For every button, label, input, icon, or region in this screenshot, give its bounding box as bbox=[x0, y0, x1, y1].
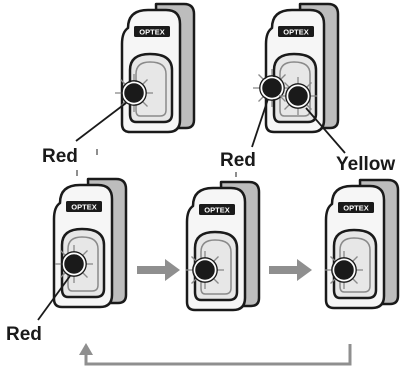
leader-line-top-left bbox=[75, 102, 127, 142]
led-red-bottom-left bbox=[54, 244, 94, 284]
brand-text: OPTEX bbox=[204, 206, 229, 215]
label-red-bottom-left: Red bbox=[6, 324, 42, 345]
label-yellow-top-right: Yellow bbox=[336, 154, 395, 175]
detector-bottom-right: OPTEX bbox=[324, 178, 400, 310]
label-red-top-right: Red bbox=[220, 150, 256, 171]
leader-line-bottom-left bbox=[37, 275, 71, 321]
leader-line-top-right-yellow bbox=[305, 107, 346, 154]
brand-text: OPTEX bbox=[139, 28, 164, 37]
detector-top-left: OPTEX bbox=[120, 2, 196, 134]
brand-text: OPTEX bbox=[343, 204, 368, 213]
led-red-top-right bbox=[252, 68, 292, 108]
led-yellow-top-right bbox=[278, 76, 318, 116]
detector-top-right: OPTEX bbox=[264, 2, 340, 134]
led-bottom-middle bbox=[185, 250, 225, 290]
brand-text: OPTEX bbox=[71, 203, 96, 212]
detector-bottom-left: OPTEX bbox=[52, 177, 128, 309]
label-red-top-left: Red bbox=[42, 146, 78, 167]
arrow-return-loop bbox=[84, 344, 352, 366]
leader-line-top-right-red bbox=[251, 98, 269, 148]
brand-text: OPTEX bbox=[283, 28, 308, 37]
led-bottom-right bbox=[324, 250, 364, 290]
arrow-return-head bbox=[79, 343, 93, 355]
arrow-right-2 bbox=[269, 259, 312, 281]
arrow-right-1 bbox=[137, 259, 180, 281]
detector-bottom-middle: OPTEX bbox=[185, 180, 261, 312]
